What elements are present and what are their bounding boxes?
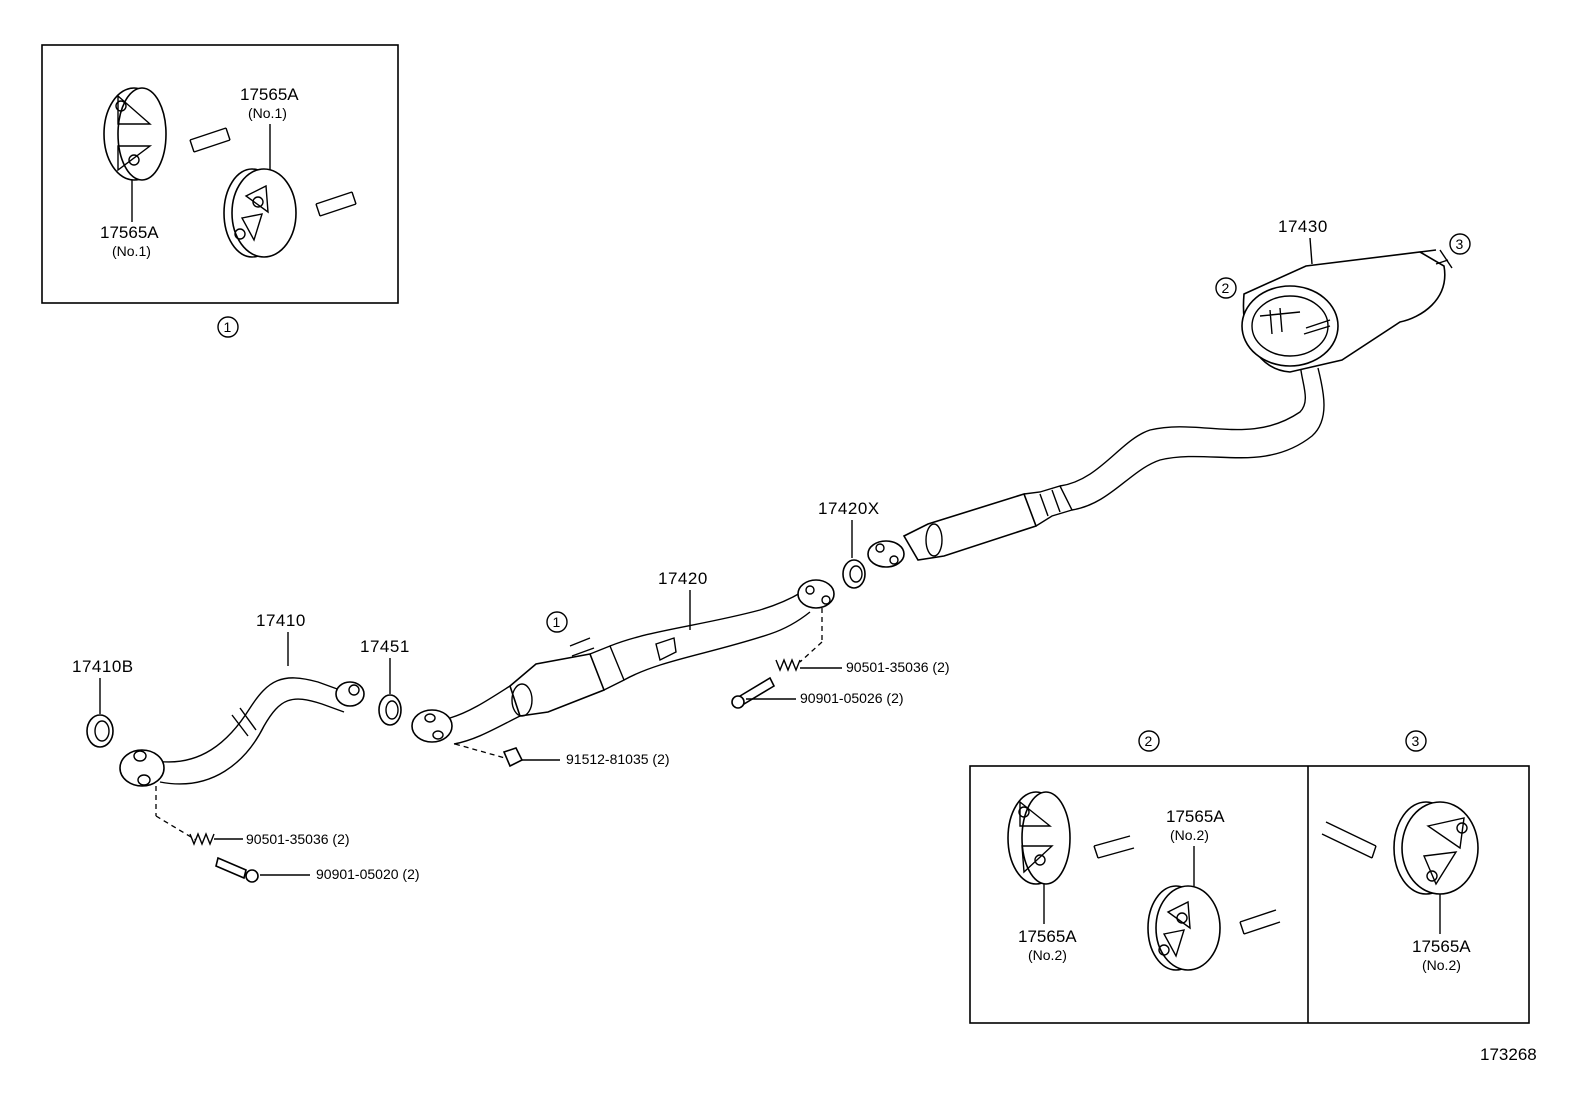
label-17430: 17430: [1278, 217, 1328, 236]
callout-2-box: 2: [1138, 730, 1160, 752]
tail-pipe-17430[interactable]: [867, 249, 1453, 568]
label-bolt-mid: 90901-05026 (2): [800, 690, 904, 706]
hanger-17565A-no2-inset3[interactable]: [1393, 801, 1479, 895]
pin-stub-2a: [1093, 835, 1135, 859]
callout-2-muffler: 2: [1215, 277, 1237, 299]
label-17420: 17420: [658, 569, 708, 588]
svg-text:3: 3: [1456, 236, 1464, 252]
hanger-17565A-no1-top[interactable]: [223, 168, 297, 258]
nut-91512-81035[interactable]: [502, 747, 524, 768]
spring-90501-front[interactable]: [189, 832, 215, 846]
pin-stub-2b: [1239, 909, 1281, 935]
callout-1-top: 1: [217, 316, 239, 338]
label-17565A-no2-left: 17565A: [1018, 927, 1077, 946]
pin-stub-3: [1321, 821, 1377, 859]
label-17410: 17410: [256, 611, 306, 630]
svg-text:3: 3: [1412, 733, 1420, 749]
pin-stub-1b: [315, 191, 357, 217]
label-17565A-no2-right-sub: (No.2): [1170, 827, 1209, 843]
gasket-17420X[interactable]: [842, 559, 866, 589]
label-17565A-no2-inset3-sub: (No.2): [1422, 957, 1461, 973]
label-17565A-no2-left-sub: (No.2): [1028, 947, 1067, 963]
label-17565A-no2-inset3: 17565A: [1412, 937, 1471, 956]
svg-text:2: 2: [1145, 733, 1153, 749]
callout-3-box: 3: [1405, 730, 1427, 752]
label-17565A-no1-left-sub: (No.1): [112, 243, 151, 259]
inset-2: 17565A (No.2) 17565A (No.2): [1007, 791, 1281, 971]
label-bolt-front: 90901-05020 (2): [316, 866, 420, 882]
bolt-90901-05026[interactable]: [731, 676, 776, 709]
inset-1-frame: [41, 44, 399, 304]
inset-1: 17565A (No.1) 17565A (No.1): [41, 44, 399, 304]
spring-90501-mid[interactable]: [775, 658, 801, 672]
gasket-17451[interactable]: [378, 694, 402, 726]
label-17420X: 17420X: [818, 499, 880, 518]
label-17565A-no2-right: 17565A: [1166, 807, 1225, 826]
label-17565A-no1-left: 17565A: [100, 223, 159, 242]
label-spring-front: 90501-35036 (2): [246, 831, 350, 847]
svg-text:2: 2: [1222, 280, 1230, 296]
label-17410B: 17410B: [72, 657, 134, 676]
callout-3-muffler: 3: [1449, 233, 1471, 255]
hanger-17565A-no2-right[interactable]: [1147, 885, 1221, 971]
label-nut-mid: 91512-81035 (2): [566, 751, 670, 767]
figure-id: 173268: [1480, 1045, 1537, 1064]
callout-1-pipe: 1: [546, 611, 568, 633]
label-17565A-no1-top: 17565A: [240, 85, 299, 104]
inset-3: 17565A (No.2): [1321, 801, 1479, 973]
label-17451: 17451: [360, 637, 410, 656]
svg-text:1: 1: [553, 614, 561, 630]
hanger-17565A-no1-left[interactable]: [103, 87, 167, 181]
label-spring-mid: 90501-35036 (2): [846, 659, 950, 675]
gasket-17410B[interactable]: [86, 714, 114, 748]
inset-2-3-frame: [969, 765, 1530, 1024]
label-17565A-no1-top-sub: (No.1): [248, 105, 287, 121]
bolt-90901-05020[interactable]: [215, 856, 259, 883]
hanger-17565A-no2-left[interactable]: [1007, 791, 1071, 885]
pin-stub-1a: [189, 127, 231, 153]
svg-text:1: 1: [224, 319, 232, 335]
center-pipe-17420[interactable]: [411, 579, 835, 745]
front-pipe-17410[interactable]: [119, 677, 365, 787]
